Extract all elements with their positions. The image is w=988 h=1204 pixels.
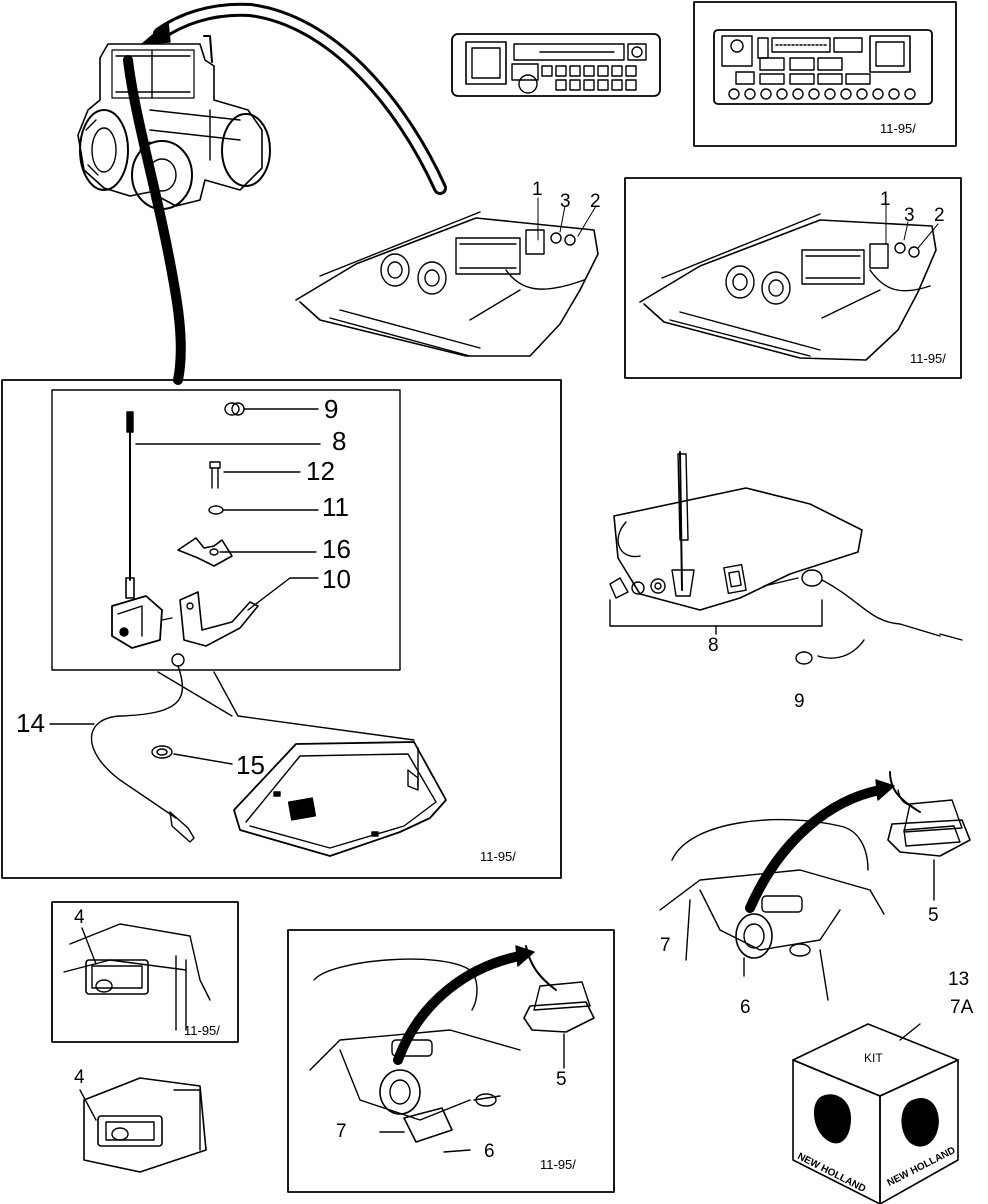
callout-5: 5 xyxy=(556,1069,567,1090)
callout-2: 2 xyxy=(590,191,601,212)
radio-mount-dash xyxy=(295,197,599,357)
reference-code: 11-95/ xyxy=(880,121,916,136)
callout-8: 8 xyxy=(708,635,719,656)
reference-code: 11-95/ xyxy=(480,849,516,864)
callout-9: 9 xyxy=(324,394,339,424)
callout-7: 7 xyxy=(336,1121,347,1142)
callout-2: 2 xyxy=(934,205,945,226)
callout-4: 4 xyxy=(74,1067,85,1088)
tractor-illustration xyxy=(77,35,271,210)
callout-6: 6 xyxy=(484,1141,495,1162)
kit-box-label: KIT xyxy=(864,1051,883,1065)
routing-arrow xyxy=(123,2,447,385)
callout-12: 12 xyxy=(306,456,335,486)
radio-unit-alt-panel xyxy=(693,1,957,147)
callout-9: 9 xyxy=(794,691,805,712)
callout-7: 7 xyxy=(660,935,671,956)
reference-code: 11-95/ xyxy=(184,1023,220,1038)
callout-11: 11 xyxy=(322,492,349,522)
reference-code: 11-95/ xyxy=(910,351,946,366)
callout-16: 16 xyxy=(322,534,351,564)
callout-1: 1 xyxy=(880,189,891,210)
reference-code: 11-95/ xyxy=(540,1157,576,1172)
radio-mount-dash-alt-panel xyxy=(624,177,962,379)
speaker-install-panel xyxy=(287,929,615,1193)
dash-pocket-panel xyxy=(51,901,239,1043)
dash-pocket-detail xyxy=(79,1077,207,1173)
callout-14: 14 xyxy=(16,708,45,738)
speaker-install-right xyxy=(659,771,971,1001)
callout-15: 15 xyxy=(236,750,265,780)
callout-8: 8 xyxy=(332,426,347,456)
callout-4: 4 xyxy=(74,907,85,928)
callout-3: 3 xyxy=(560,191,571,212)
callout-6: 6 xyxy=(740,997,751,1018)
antenna-fender-mount xyxy=(609,451,963,665)
callout-5: 5 xyxy=(928,905,939,926)
callout-13: 13 xyxy=(948,969,970,990)
radio-unit-basic xyxy=(451,33,661,97)
callout-1: 1 xyxy=(532,179,543,200)
antenna-kit-panel xyxy=(1,379,562,879)
callout-10: 10 xyxy=(322,564,351,594)
callout-3: 3 xyxy=(904,205,915,226)
kit-box xyxy=(792,1023,959,1204)
callout-7a: 7A xyxy=(950,997,974,1018)
